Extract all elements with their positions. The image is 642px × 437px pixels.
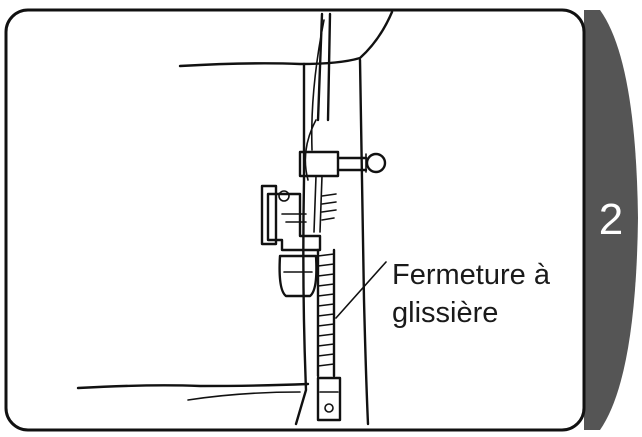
zipper-foot-toe: [260, 184, 278, 246]
panel-frame: [4, 8, 586, 432]
zipper-stop: [316, 376, 342, 422]
foot-screw: [278, 190, 290, 202]
callout-label-line-1: Fermeture à: [392, 259, 551, 291]
fabric-upper-edge: [178, 10, 394, 68]
step-number: 2: [599, 195, 623, 244]
callout-label-line-2: glissière: [392, 297, 498, 329]
clamp-screw-head: [365, 152, 387, 174]
needle: [313, 175, 323, 233]
callout-leader: [335, 261, 387, 319]
zipper-stop-hole: [324, 403, 334, 413]
clamp-screw-shaft: [336, 156, 368, 172]
zipper-foot: [266, 192, 322, 252]
fabric-strip-right-edge: [358, 58, 370, 426]
foot-detail: [281, 213, 307, 223]
bobbin-housing: [278, 254, 318, 298]
zipper-teeth: [316, 193, 337, 378]
fabric-strip-left-edge: [294, 62, 308, 426]
step-tab: [584, 10, 638, 430]
foot-holder: [298, 150, 340, 178]
fabric-lower-edge-2: [187, 391, 301, 401]
drawing: [76, 10, 394, 426]
fabric-lower-edge: [76, 382, 310, 390]
needle-bar: [316, 12, 332, 122]
